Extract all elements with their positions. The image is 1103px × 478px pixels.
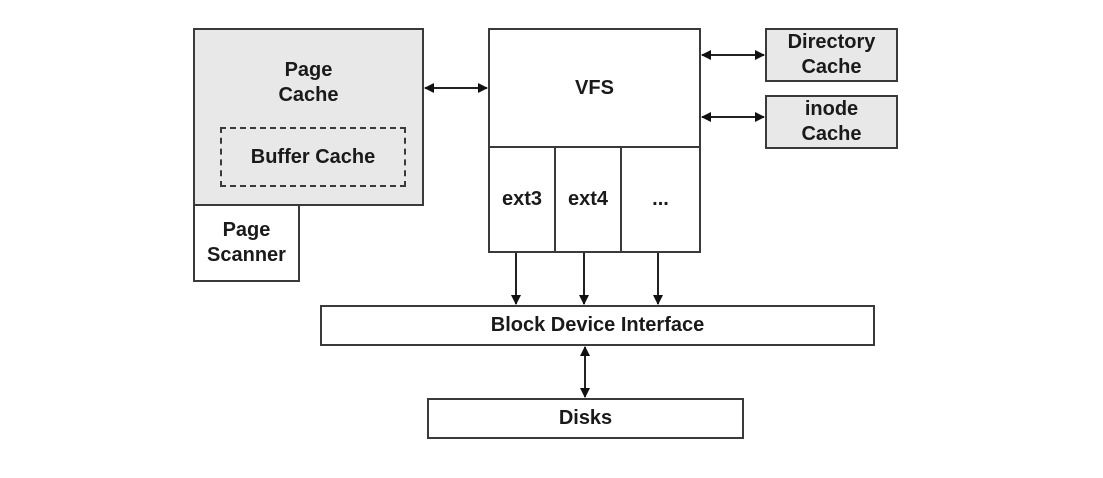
page-scanner-label: Page Scanner xyxy=(207,219,286,266)
other-fs-label: ... xyxy=(652,188,669,210)
vfs-box: VFS xyxy=(488,28,701,148)
ext3-label: ext3 xyxy=(501,188,543,210)
directory-cache-box: Directory Cache xyxy=(765,28,898,82)
other-fs-box: ... xyxy=(620,146,701,253)
page-scanner-box: Page Scanner xyxy=(193,204,300,282)
block-device-interface-box: Block Device Interface xyxy=(320,305,875,346)
buffer-cache-label: Buffer Cache xyxy=(250,145,376,168)
ext3-box: ext3 xyxy=(488,146,556,253)
inode-cache-box: inode Cache xyxy=(765,95,898,149)
inode-cache-label: inode Cache xyxy=(801,98,862,145)
disks-box: Disks xyxy=(427,398,744,439)
vfs-label: VFS xyxy=(575,76,614,99)
buffer-cache-box: Buffer Cache xyxy=(220,127,406,187)
page-cache-label: Page Cache xyxy=(278,59,339,106)
directory-cache-label: Directory Cache xyxy=(787,31,876,78)
block-device-interface-label: Block Device Interface xyxy=(490,314,705,336)
disks-label: Disks xyxy=(558,407,613,429)
ext4-label: ext4 xyxy=(567,188,609,210)
ext4-box: ext4 xyxy=(554,146,622,253)
